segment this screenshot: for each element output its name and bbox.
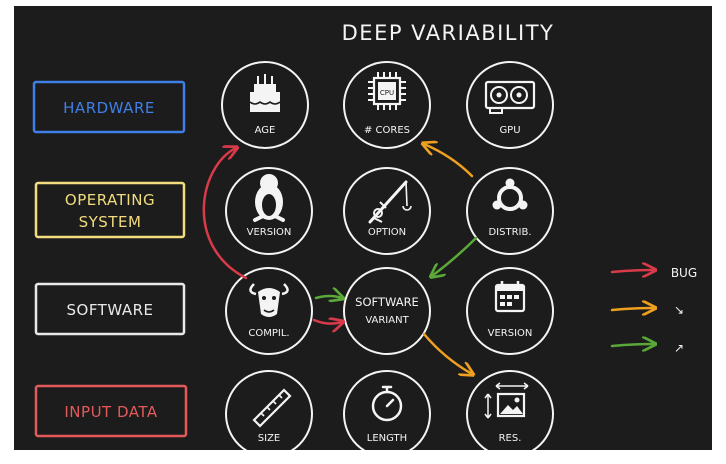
calendar-icon xyxy=(494,281,526,313)
tux-penguin-icon xyxy=(253,174,285,222)
category-label-software: SOFTWARE xyxy=(66,301,153,319)
node-circle xyxy=(466,167,554,255)
node-os-version: VERSION xyxy=(225,167,313,255)
category-input-data: INPUT DATA xyxy=(34,384,188,438)
node-circle xyxy=(225,370,313,450)
node-cores: CPU # CORES xyxy=(343,61,431,149)
node-age: AGE xyxy=(221,61,309,149)
arrow-compil-to-variant-green xyxy=(314,296,342,298)
node-option: OPTION xyxy=(343,167,431,255)
node-label-os-version: VERSION xyxy=(247,227,292,238)
ruler-icon xyxy=(252,388,292,428)
category-box-input xyxy=(34,384,188,438)
graphics-card-icon xyxy=(484,80,536,114)
legend-arrow-orange xyxy=(610,308,654,310)
arrow-distrib-to-variant xyxy=(432,236,478,276)
category-operating-system: OPERATING SYSTEM xyxy=(34,181,186,239)
node-circle xyxy=(221,61,309,149)
node-circle xyxy=(343,370,431,450)
node-length: LENGTH xyxy=(343,370,431,450)
chalkboard: DEEP VARIABILITY HARDWARE OPERATING SYST… xyxy=(14,6,712,450)
birthday-cake-icon xyxy=(249,74,281,112)
ubuntu-logo-icon xyxy=(492,178,528,211)
legend-label-increase: ↗ xyxy=(674,341,684,355)
node-circle xyxy=(466,267,554,355)
node-label-software-version: VERSION xyxy=(488,328,533,339)
category-box-software xyxy=(34,282,186,336)
node-label-software-variant-line2: VARIANT xyxy=(365,315,409,326)
deep-variability-diagram: DEEP VARIABILITY HARDWARE OPERATING SYST… xyxy=(32,21,697,450)
node-label-gpu: GPU xyxy=(499,125,520,136)
node-software-variant: SOFTWARE VARIANT xyxy=(343,267,431,355)
svg-text:CPU: CPU xyxy=(380,89,394,97)
gnu-head-icon xyxy=(249,283,289,317)
node-gpu: GPU xyxy=(466,61,554,149)
arrow-compil-to-age xyxy=(202,148,248,280)
node-circle xyxy=(343,61,431,149)
category-label-os-line1: OPERATING xyxy=(65,191,155,209)
category-box-hardware xyxy=(32,80,186,134)
category-label-input: INPUT DATA xyxy=(64,403,157,421)
arrow-variant-to-resolution xyxy=(422,332,472,374)
legend-arrow-bug xyxy=(610,270,654,272)
category-box-os xyxy=(34,181,186,239)
arrow-compil-to-variant-red xyxy=(312,320,342,324)
node-circle xyxy=(225,267,313,355)
category-software: SOFTWARE xyxy=(34,282,186,336)
node-circle xyxy=(466,61,554,149)
legend-arrow-green xyxy=(610,344,654,346)
node-label-cores: # CORES xyxy=(364,125,410,136)
node-distrib: DISTRIB. xyxy=(466,167,554,255)
cpu-icon: CPU xyxy=(368,72,406,110)
node-resolution: RES. xyxy=(466,370,554,450)
diagram-title: DEEP VARIABILITY xyxy=(342,21,555,45)
node-circle xyxy=(343,167,431,255)
node-label-distrib: DISTRIB. xyxy=(488,227,531,238)
node-label-option: OPTION xyxy=(368,227,406,238)
node-label-length: LENGTH xyxy=(367,433,407,444)
arrow-distrib-to-cores xyxy=(424,144,474,178)
node-circle xyxy=(225,167,313,255)
category-label-os-line2: SYSTEM xyxy=(79,213,142,231)
legend-label-decrease: ↘ xyxy=(674,303,684,317)
node-circle xyxy=(343,267,431,355)
stopwatch-icon xyxy=(371,385,403,422)
node-label-compil: COMPIL. xyxy=(248,328,289,339)
node-software-version: VERSION xyxy=(466,267,554,355)
legend: BUG ↘ ↗ xyxy=(610,266,697,355)
node-compil: COMPIL. xyxy=(225,267,313,355)
node-label-software-variant-line1: SOFTWARE xyxy=(355,295,419,309)
legend-label-bug: BUG xyxy=(671,266,697,280)
node-circle xyxy=(466,370,554,450)
image-resolution-icon xyxy=(484,382,529,419)
node-label-resolution: RES. xyxy=(499,433,522,444)
node-label-size: SIZE xyxy=(258,433,280,444)
node-label-age: AGE xyxy=(255,125,276,136)
node-size: SIZE xyxy=(225,370,313,450)
fishing-rod-icon xyxy=(368,180,412,224)
category-hardware: HARDWARE xyxy=(32,80,186,134)
category-label-hardware: HARDWARE xyxy=(63,99,155,117)
